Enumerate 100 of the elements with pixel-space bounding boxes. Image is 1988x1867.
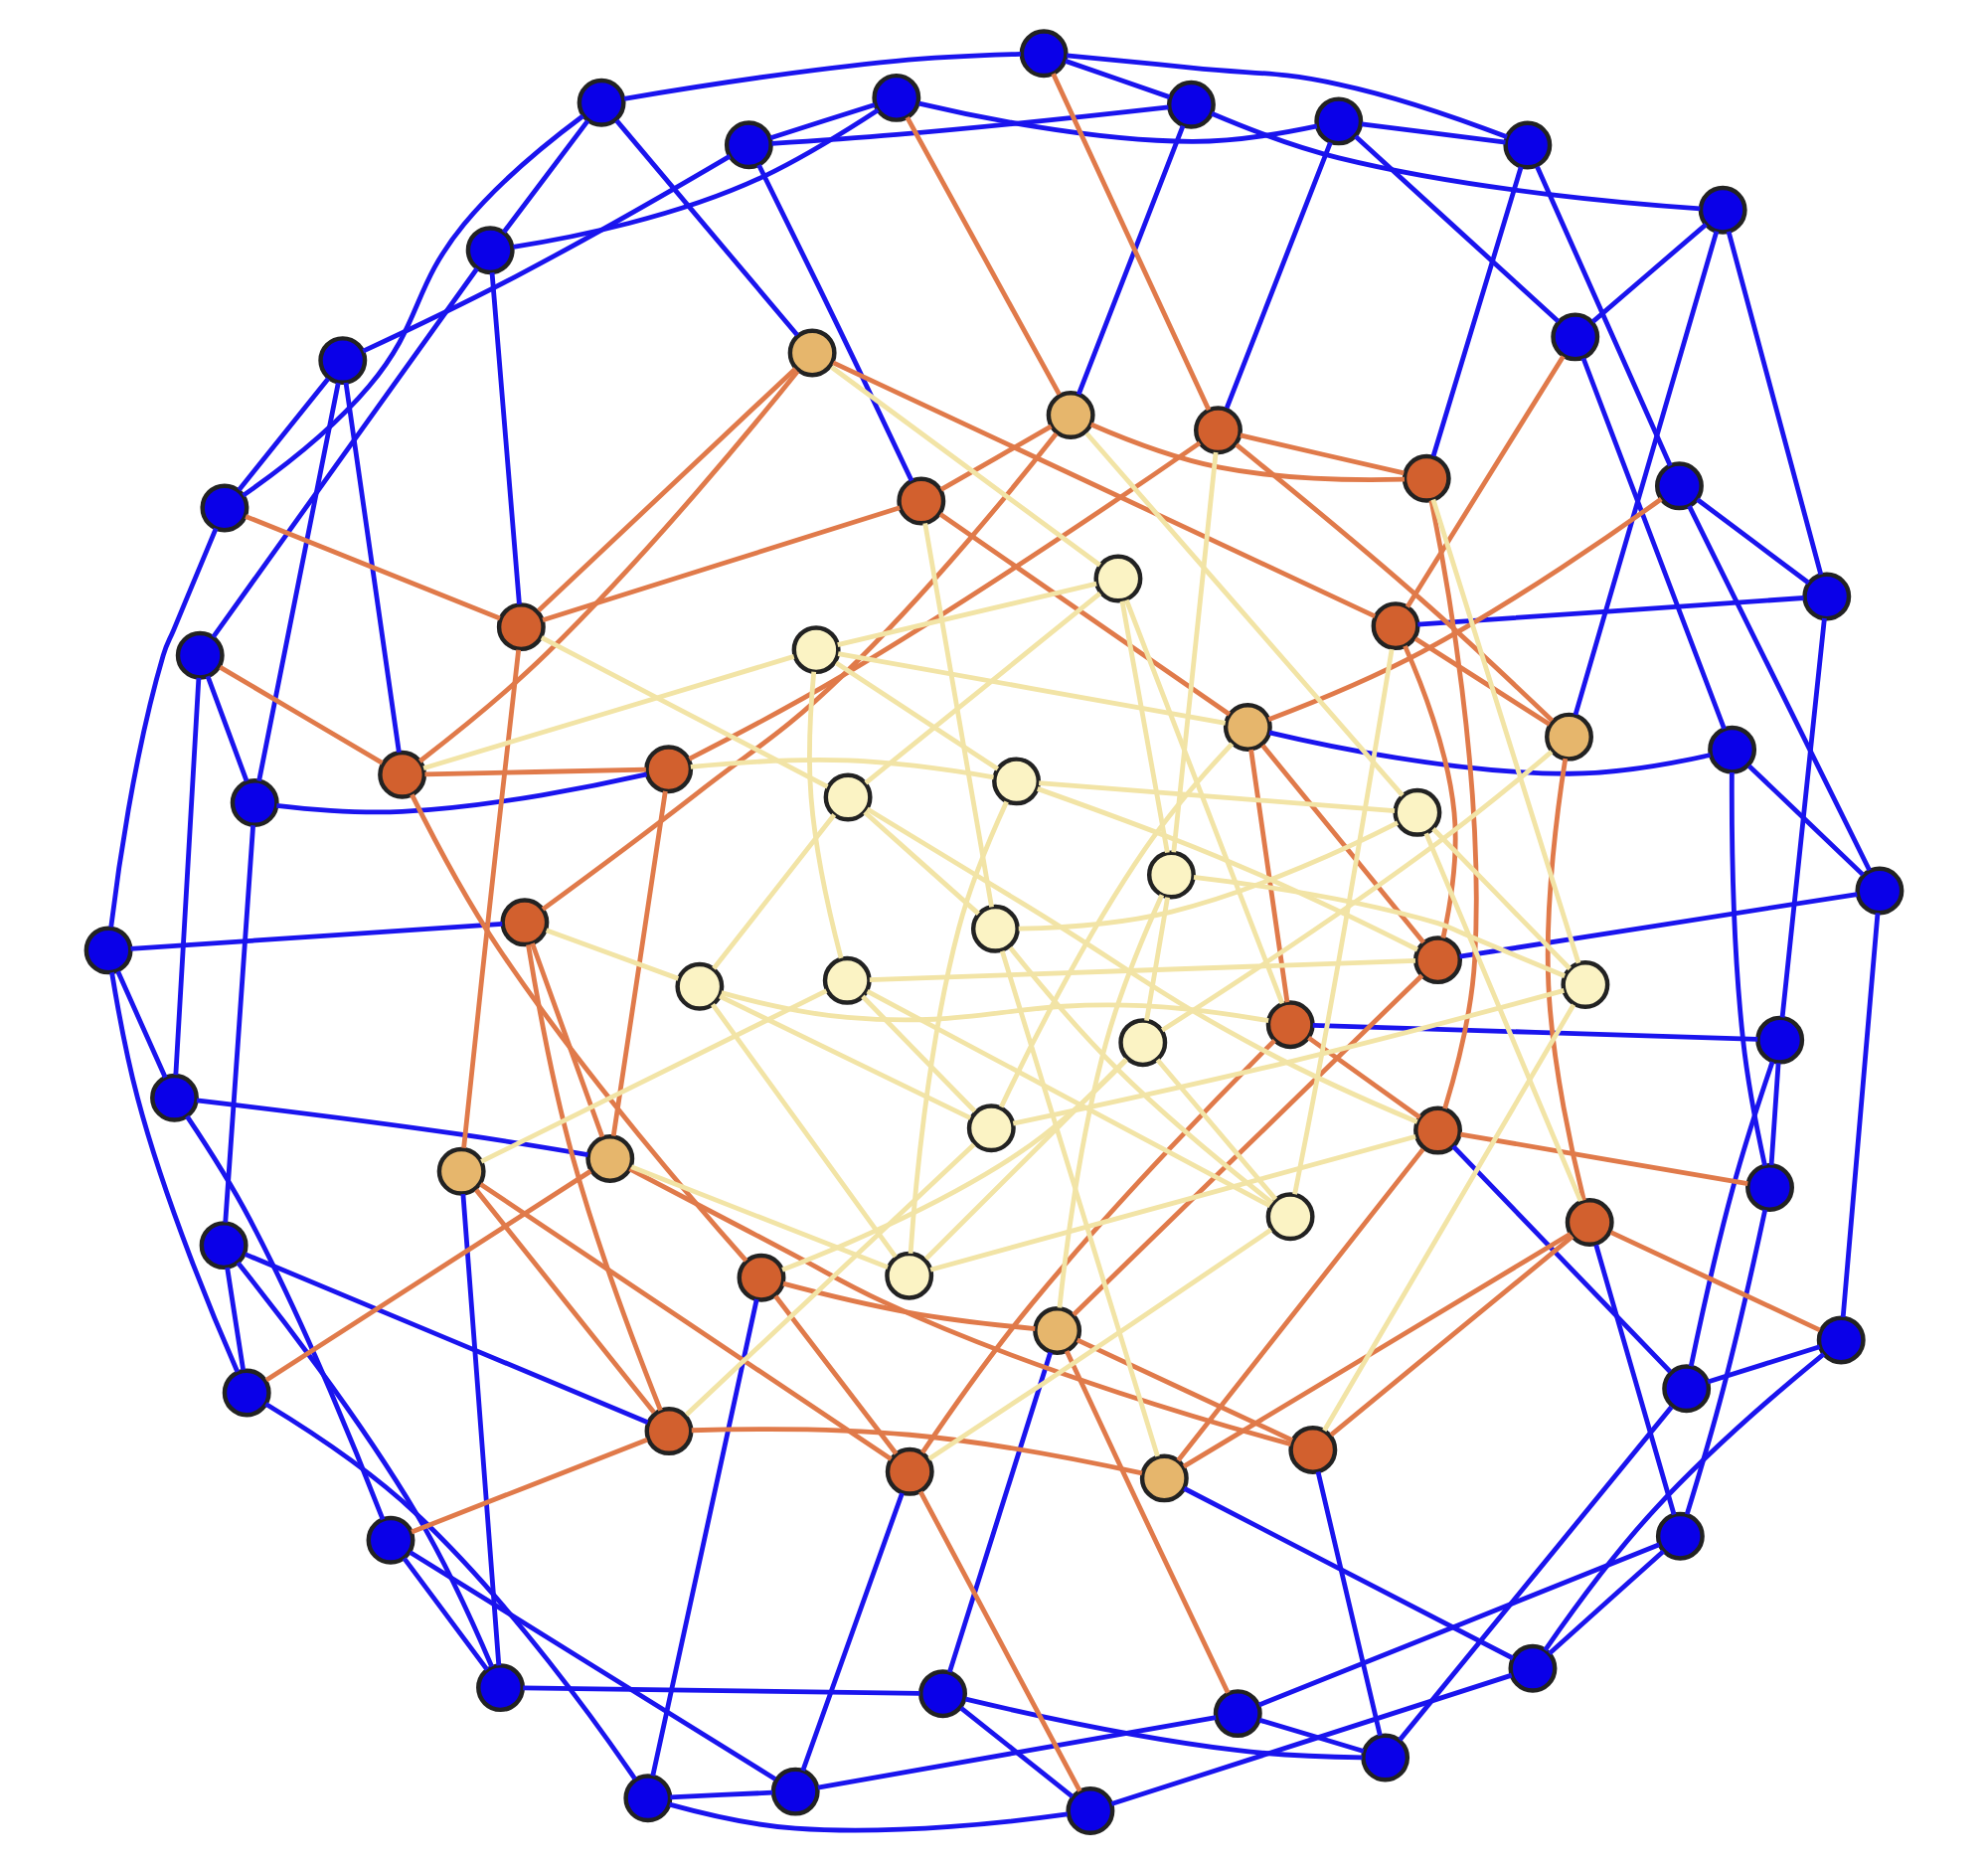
connector <box>817 1715 1217 1790</box>
connector <box>1036 786 1419 952</box>
connector <box>225 1267 246 1371</box>
connector <box>866 989 1271 1209</box>
connector <box>1292 648 1395 1195</box>
node-circle <box>770 1767 820 1816</box>
node-circle <box>885 1446 934 1496</box>
connector <box>1543 1352 1826 1652</box>
connector <box>1459 892 1858 959</box>
connector <box>501 119 590 234</box>
connector <box>1260 744 1425 944</box>
connector <box>1696 497 1810 586</box>
node-circle <box>1561 960 1610 1009</box>
connector <box>917 1490 1082 1792</box>
node-circle <box>1855 866 1905 916</box>
connector <box>542 505 901 623</box>
connector <box>861 994 977 1113</box>
connector <box>1590 223 1708 324</box>
connector <box>541 431 1059 912</box>
connector <box>242 113 584 498</box>
connector <box>863 810 980 916</box>
node-circle <box>791 625 841 675</box>
node-circle <box>1066 1786 1115 1835</box>
connector <box>1779 617 1827 1018</box>
node-circle <box>644 745 694 794</box>
node-circle <box>1139 1453 1189 1503</box>
connector <box>756 163 914 482</box>
connector <box>630 1164 889 1270</box>
node-circle <box>83 926 133 975</box>
connector <box>920 1038 1276 1454</box>
connector <box>947 1351 1053 1673</box>
connector <box>173 677 202 1076</box>
connector <box>650 1298 759 1777</box>
connector <box>1067 53 1508 140</box>
connector <box>422 654 795 771</box>
connector <box>1144 897 1170 1021</box>
connector <box>1171 451 1219 853</box>
connector <box>460 1193 502 1666</box>
node-circle <box>992 757 1041 806</box>
node-circle <box>318 336 368 386</box>
connector <box>908 800 1009 1254</box>
connector <box>923 1057 1128 1261</box>
node-circle <box>1503 120 1553 170</box>
connector <box>623 51 1021 101</box>
node-circle <box>1508 1643 1558 1693</box>
connector <box>1729 771 1767 1167</box>
node-circle <box>577 78 626 127</box>
connector <box>474 1188 656 1415</box>
connector <box>1430 166 1524 457</box>
connector <box>773 1294 899 1455</box>
node-circle <box>1551 312 1600 362</box>
node-circle <box>1662 1364 1712 1414</box>
node-circle <box>378 750 427 799</box>
node-circle <box>1194 406 1242 455</box>
connector <box>1224 141 1333 410</box>
connector <box>869 958 1416 982</box>
connector <box>628 1166 1292 1446</box>
connector <box>264 1402 637 1781</box>
connector <box>999 742 1235 1108</box>
connector <box>927 1228 1272 1461</box>
connector <box>1548 1549 1665 1655</box>
connector <box>721 990 1269 1024</box>
node-circle <box>644 1407 694 1456</box>
connector <box>537 367 797 612</box>
connector <box>781 1058 1128 1273</box>
connector <box>245 514 501 621</box>
connector <box>999 949 1160 1457</box>
connector <box>526 944 663 1412</box>
connector <box>918 100 1318 144</box>
connector <box>1430 498 1581 964</box>
node-circle <box>1802 572 1852 621</box>
connector <box>264 1169 592 1383</box>
connector <box>1609 1230 1821 1332</box>
node-circle <box>436 1146 486 1196</box>
connector <box>929 1133 1416 1273</box>
connector <box>905 116 1062 396</box>
connector <box>1119 600 1170 853</box>
connector <box>1248 749 1290 1003</box>
connector <box>185 1114 386 1521</box>
node-circle <box>885 1251 934 1300</box>
node-circle <box>1288 1425 1338 1474</box>
connector <box>205 675 249 782</box>
node-circle <box>175 630 225 680</box>
node-circle <box>496 602 546 652</box>
connector <box>769 102 876 141</box>
node-circle <box>1708 725 1757 774</box>
connector <box>410 793 748 1263</box>
connector <box>1361 121 1506 145</box>
connector <box>1076 1337 1294 1443</box>
connector <box>1460 1131 1748 1186</box>
node-circle <box>897 476 946 526</box>
connector <box>1065 59 1171 99</box>
connector <box>545 928 680 981</box>
connector <box>1684 1209 1768 1515</box>
connector <box>424 766 646 777</box>
node-circle <box>1265 1000 1315 1050</box>
connector <box>807 671 844 959</box>
connector <box>614 118 799 337</box>
connector <box>866 806 1418 1124</box>
connector <box>1064 1349 1231 1694</box>
